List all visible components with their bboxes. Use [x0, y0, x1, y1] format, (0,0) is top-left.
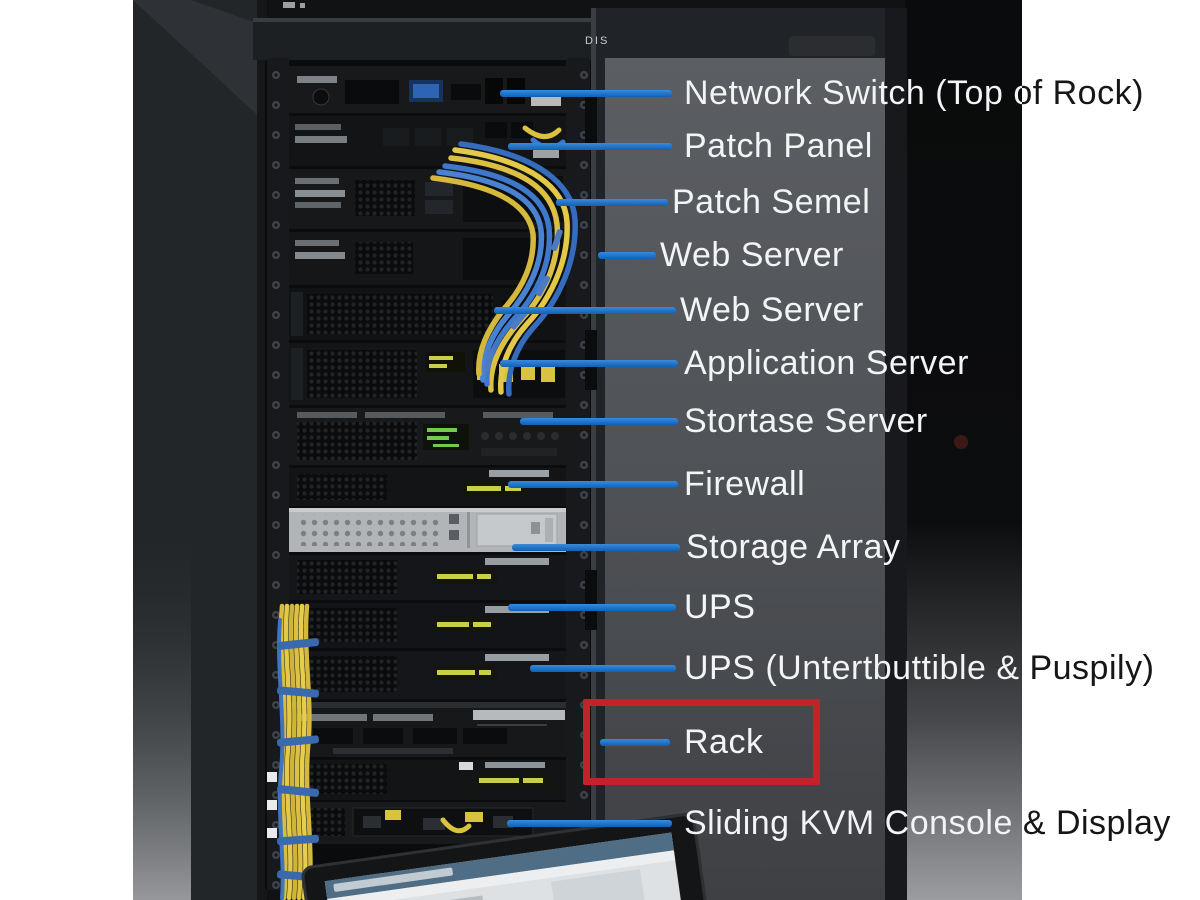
- label-application-server: Application Server: [0, 342, 1200, 384]
- laptop: [301, 813, 714, 900]
- label-text: Storage Array: [686, 528, 901, 566]
- label-rack: Rack: [0, 721, 1200, 763]
- unit-rack-mid: [289, 702, 566, 757]
- label-text: Sliding KVM Console & Display: [684, 804, 1171, 842]
- leader-line: [500, 360, 678, 367]
- label-text: Web Server: [660, 236, 844, 274]
- label-text: Application Server: [684, 344, 969, 382]
- label-web-server-1: Web Server: [0, 234, 1200, 276]
- server-rack-photo: DIS: [133, 0, 1022, 900]
- unit-server-c: [289, 555, 566, 600]
- label-text: Firewall: [684, 465, 806, 503]
- leader-line: [556, 199, 668, 206]
- label-text: UPS: [684, 588, 756, 626]
- unit-ups-2: [289, 651, 566, 699]
- unit-server-b: [289, 232, 566, 285]
- rack-top-marking: DIS: [585, 35, 609, 47]
- leader-line: [530, 665, 676, 672]
- label-patch-semel: Patch Semel: [0, 181, 1200, 223]
- label-text: Network Switch (Top of Rock): [684, 74, 1144, 112]
- leader-line: [598, 252, 656, 259]
- unit-ups: [289, 603, 566, 648]
- cabinet-side-panel: [133, 0, 305, 900]
- label-text: Patch Panel: [684, 127, 873, 165]
- unit-patch-panel: [289, 116, 566, 166]
- label-ups: UPS: [0, 586, 1200, 628]
- cables: [276, 125, 578, 900]
- leader-line: [600, 739, 670, 746]
- label-ups-uninterruptible: UPS (Untertbuttible & Puspily): [0, 647, 1200, 689]
- leader-line: [512, 544, 680, 551]
- unit-firewall: [289, 468, 566, 506]
- label-text: Web Server: [680, 291, 864, 329]
- leader-line: [520, 418, 678, 425]
- label-stortase-server: Stortase Server: [0, 400, 1200, 442]
- leader-line: [508, 604, 676, 611]
- leader-line: [494, 307, 676, 314]
- leader-line: [508, 143, 672, 150]
- leader-line: [508, 481, 678, 488]
- unit-storage-server: [289, 408, 566, 465]
- label-text: UPS (Untertbuttible & Puspily): [684, 649, 1155, 687]
- cabinet-door: DIS: [585, 8, 907, 900]
- label-patch-panel: Patch Panel: [0, 125, 1200, 167]
- leader-line: [507, 820, 672, 827]
- label-text: Patch Semel: [672, 183, 871, 221]
- unit-storage-array: [289, 508, 566, 552]
- label-text: Rack: [684, 723, 764, 761]
- label-network-switch: Network Switch (Top of Rock): [0, 72, 1200, 114]
- label-web-server-2: Web Server: [0, 289, 1200, 331]
- label-text: Stortase Server: [684, 402, 928, 440]
- rack-highlight-box: [583, 699, 820, 785]
- leader-line: [500, 90, 672, 97]
- label-sliding-kvm-console: Sliding KVM Console & Display: [0, 802, 1200, 844]
- unit-network-switch: [289, 66, 566, 113]
- label-storage-array: Storage Array: [0, 526, 1200, 568]
- label-firewall: Firewall: [0, 463, 1200, 505]
